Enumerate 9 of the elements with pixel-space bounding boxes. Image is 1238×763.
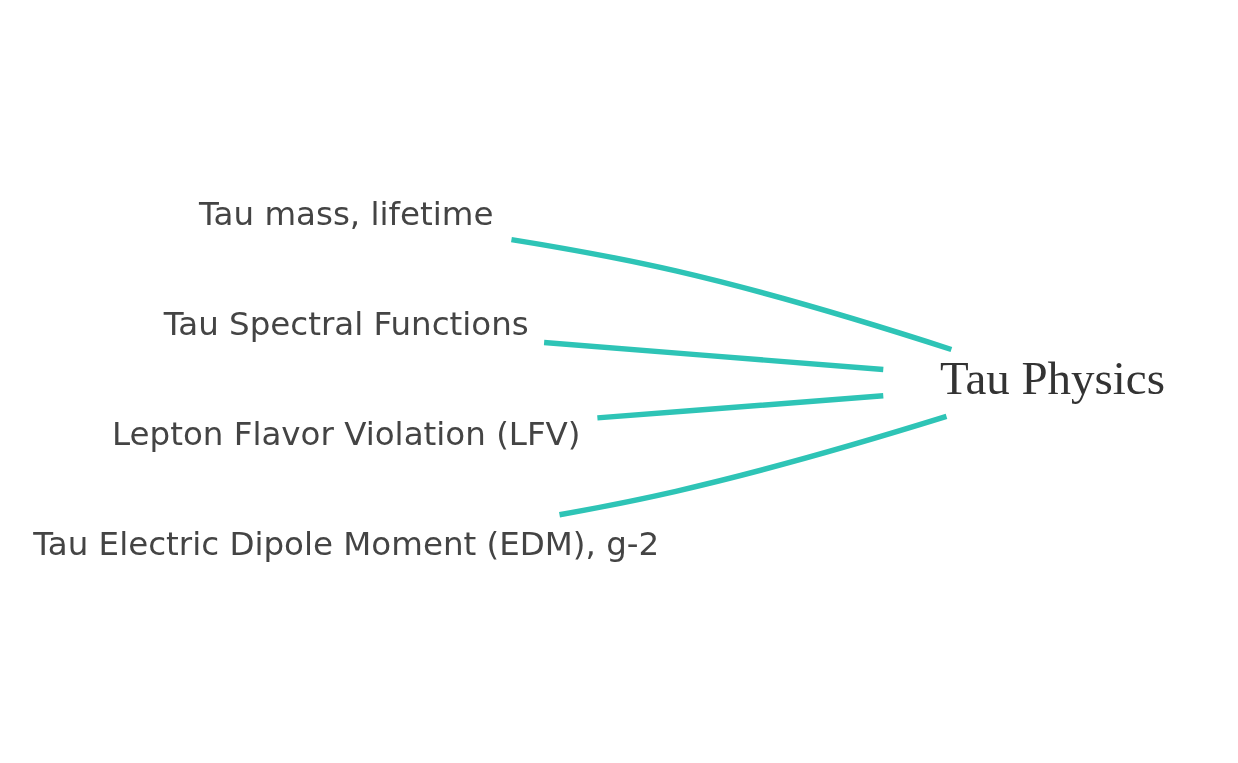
node-text: Tau Spectral Functions bbox=[163, 304, 529, 343]
node-text: Lepton Flavor Violation (LFV) bbox=[112, 414, 581, 453]
node-text: Tau Physics bbox=[940, 351, 1165, 404]
node-text: Tau Electric Dipole Moment (EDM), g-2 bbox=[33, 524, 660, 563]
connector bbox=[559, 413, 948, 517]
node-text: Tau mass, lifetime bbox=[199, 194, 494, 233]
connector bbox=[597, 392, 884, 421]
connector bbox=[543, 339, 884, 372]
connector bbox=[511, 236, 953, 352]
